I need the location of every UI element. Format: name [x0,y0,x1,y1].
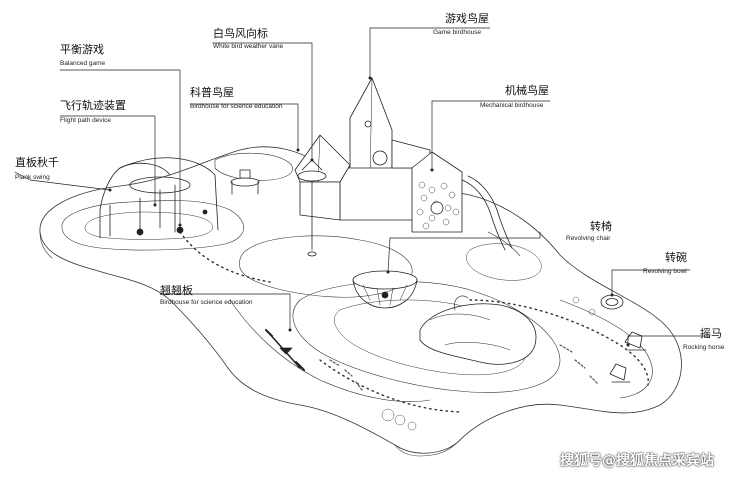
label-flight-path-zh: 飞行轨迹装置 [60,99,126,112]
birdhouse-cluster [294,77,521,257]
seesaw [265,329,305,371]
tower-round-window [372,150,388,166]
tower-window [364,120,372,128]
label-flight-path-en: Flight path device [60,117,111,124]
path-ring-left-inner [84,211,213,240]
label-revolving-chair-zh: 转椅 [590,220,612,233]
label-rocking-horse-en: Rocking horse [683,344,725,351]
label-plank-swing-en: Plank swing [15,174,50,181]
label-weather-vane-zh: 白鸟风向标 [213,27,268,40]
path-ring-bowl-inner [334,299,527,376]
label-science-birdhouse-zh: 科普鸟屋 [190,86,234,99]
callout-dots [108,76,630,347]
mechanical-gear-pattern [416,181,460,230]
path-ring-center [239,235,413,298]
label-science-birdhouse-en: Birdhouse for science education [190,103,283,110]
path-lower-arc [229,299,431,402]
label-weather-vane-en: White bird weather vane [213,43,284,50]
label-rocking-horse-zh: 摇马 [700,327,722,340]
label-game-birdhouse-en: Game birdhouse [433,29,482,36]
slide-chute [487,231,521,257]
label-revolving-chair-en: Revolving chair [566,235,611,242]
watermark: 搜狐号@搜狐焦点采宾站 [560,453,714,469]
label-revolving-bowl-en: Revolving bowl [643,268,687,275]
revolving-bowl [600,294,624,310]
building-front [339,167,421,221]
platform-markings [329,296,599,431]
path-swirl-upper [214,152,293,181]
platform-edge [39,231,461,457]
label-mechanical-birdhouse-en: Mechanical birdhouse [480,102,544,109]
dotted-path-left [179,231,271,283]
path-ring-left [61,200,244,251]
flight-path-structure [99,157,219,239]
label-plank-swing-zh: 直板秋千 [15,156,59,169]
label-game-birdhouse-zh: 游戏鸟屋 [445,12,489,25]
dotted-path-lower [319,359,461,413]
label-revolving-bowl-zh: 转碗 [665,251,687,264]
bird-mound [419,295,537,365]
label-seesaw-zh: 翘翘板 [160,284,193,297]
label-balanced-game-zh: 平衡游戏 [60,43,104,56]
slide-right [461,175,513,251]
revolving-chair [352,270,418,309]
path-right-arc [559,299,653,399]
platform-outline [39,146,682,454]
callout-leaders [14,27,711,346]
building-base [299,181,341,221]
mechanical-window [430,201,444,215]
label-mechanical-birdhouse-zh: 机械鸟屋 [505,84,549,97]
mechanical-birdhouse [411,151,463,233]
swing-seat-2 [176,226,184,234]
swing-seat-1 [136,228,144,236]
post-center [202,209,208,215]
balance-game [230,169,260,195]
path-ring-right [466,243,542,281]
label-balanced-game-en: Balanced game [60,60,106,67]
label-seesaw-en: Birdhouse for science education [160,299,253,306]
dotted-path-right [469,299,649,386]
building-roof-left [294,134,351,183]
